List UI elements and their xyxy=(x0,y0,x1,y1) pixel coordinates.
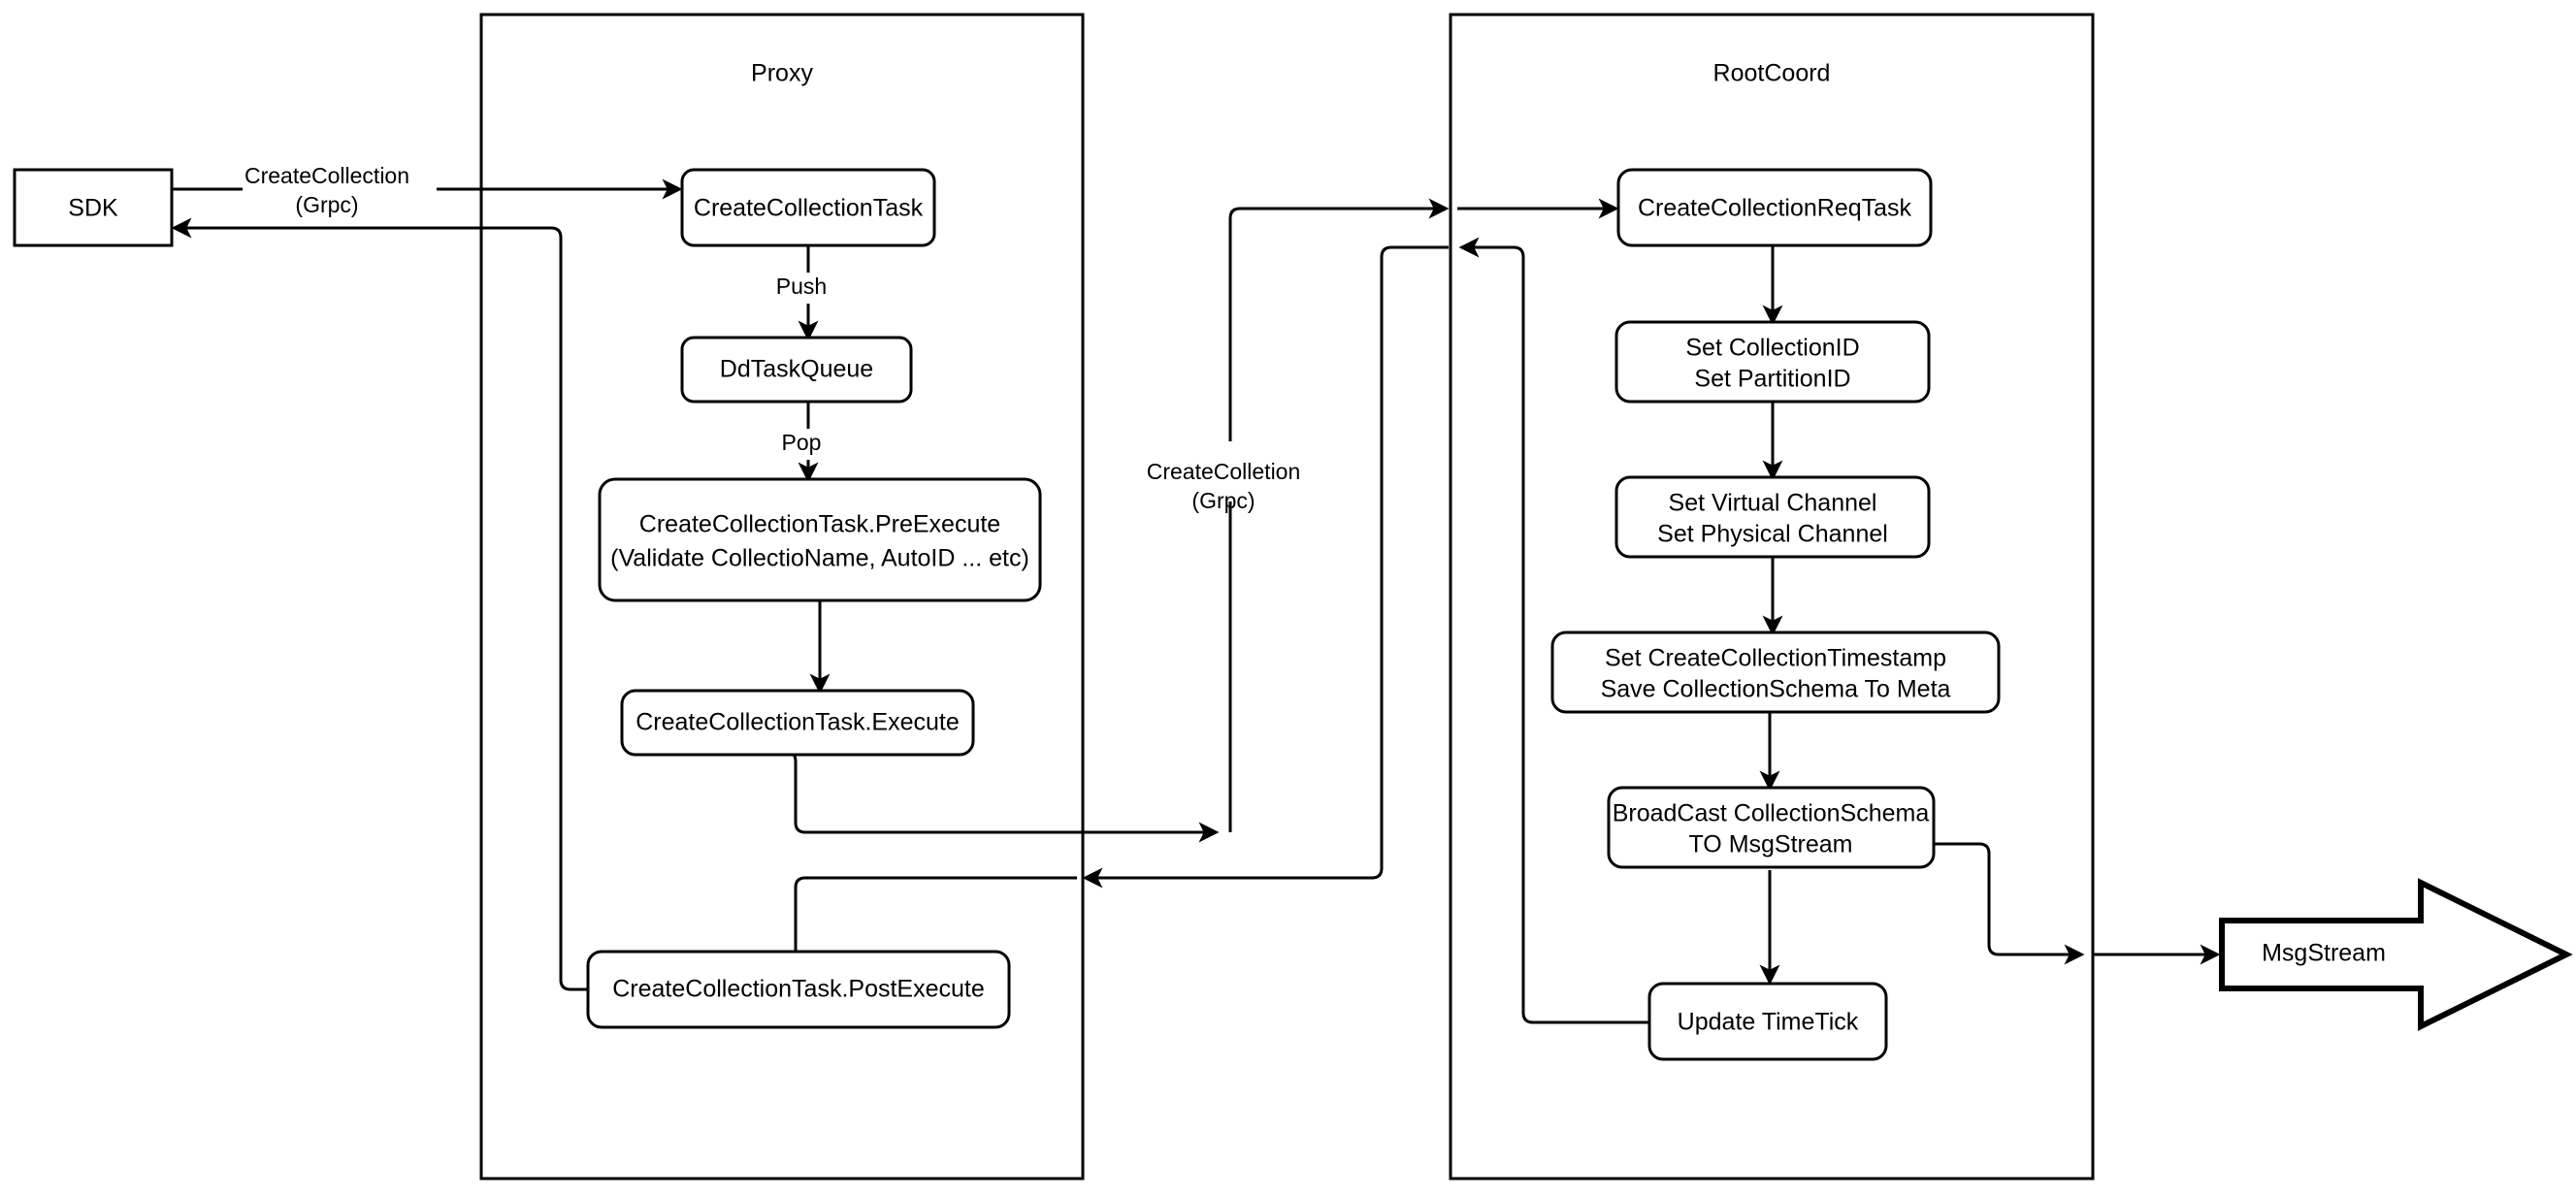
edge-label-grpc: (Grpc) xyxy=(295,192,358,217)
node-post-execute[interactable]: CreateCollectionTask.PostExecute xyxy=(586,950,1011,1029)
edge-rootcoord-response-down xyxy=(1096,245,1449,880)
node-sdk-label: SDK xyxy=(68,195,118,222)
node-create-collection-task-label: CreateCollectionTask xyxy=(694,195,924,222)
node-post-execute-label: CreateCollectionTask.PostExecute xyxy=(612,976,985,1003)
edge-label-create-colletion: CreateColletion xyxy=(1147,459,1301,484)
node-set-ids[interactable]: Set CollectionID Set PartitionID xyxy=(1614,320,1931,404)
node-broadcast-label-line1: BroadCast CollectionSchema xyxy=(1613,800,1930,827)
edge-label-create-collection: CreateCollection xyxy=(245,163,409,188)
node-create-collection-task[interactable]: CreateCollectionTask xyxy=(680,168,936,247)
edge-broadcast-to-msgstream-out xyxy=(1934,842,2085,965)
node-set-ids-label-line2: Set PartitionID xyxy=(1694,366,1850,393)
node-set-meta-label-line2: Save CollectionSchema To Meta xyxy=(1601,676,1951,703)
node-set-meta-label-line1: Set CreateCollectionTimestamp xyxy=(1605,645,1946,672)
edge-update-timetick-back-out xyxy=(1458,237,1649,1024)
node-broadcast[interactable]: BroadCast CollectionSchema TO MsgStream xyxy=(1607,786,1936,869)
edge-label-grpc-2: (Grpc) xyxy=(1191,488,1255,513)
node-msgstream-label: MsgStream xyxy=(2262,940,2386,967)
node-create-collection-req-task-label: CreateCollectionReqTask xyxy=(1638,195,1912,222)
node-set-ids-label-line1: Set CollectionID xyxy=(1685,335,1859,362)
node-set-channel[interactable]: Set Virtual Channel Set Physical Channel xyxy=(1614,475,1931,559)
node-pre-execute-label-line1: CreateCollectionTask.PreExecute xyxy=(639,511,1000,538)
node-execute[interactable]: CreateCollectionTask.Execute xyxy=(620,689,975,757)
node-pre-execute[interactable]: CreateCollectionTask.PreExecute (Validat… xyxy=(598,477,1042,602)
container-proxy-title: Proxy xyxy=(751,60,813,87)
edge-grpc-up-to-rootcoord xyxy=(1228,198,1450,832)
node-update-timetick-label: Update TimeTick xyxy=(1678,1009,1859,1036)
edge-label-proxy-to-rootcoord: CreateColletion (Grpc) xyxy=(1135,441,1324,513)
node-broadcast-label-line2: TO MsgStream xyxy=(1688,831,1852,858)
container-rootcoord-title: RootCoord xyxy=(1713,60,1831,87)
node-sdk[interactable]: SDK xyxy=(13,168,174,247)
node-dd-task-queue[interactable]: DdTaskQueue xyxy=(680,336,913,404)
edge-label-push-text: Push xyxy=(776,274,827,299)
node-dd-task-queue-label: DdTaskQueue xyxy=(720,356,873,383)
node-set-channel-label-line2: Set Physical Channel xyxy=(1657,521,1888,548)
edge-post-execute-to-sdk xyxy=(171,217,588,991)
edge-label-sdk-to-proxy: CreateCollection (Grpc) xyxy=(243,163,437,223)
edge-label-pop-text: Pop xyxy=(782,430,822,455)
node-set-channel-label-line1: Set Virtual Channel xyxy=(1669,490,1877,517)
edge-label-push: Push xyxy=(771,273,847,304)
node-execute-label: CreateCollectionTask.Execute xyxy=(636,709,960,736)
node-msgstream[interactable]: MsgStream xyxy=(2219,878,2573,1031)
node-create-collection-req-task[interactable]: CreateCollectionReqTask xyxy=(1616,168,1933,247)
node-update-timetick[interactable]: Update TimeTick xyxy=(1647,982,1888,1061)
edge-label-pop: Pop xyxy=(773,429,843,460)
node-set-meta[interactable]: Set CreateCollectionTimestamp Save Colle… xyxy=(1550,631,2001,714)
node-pre-execute-label-line2: (Validate CollectioName, AutoID ... etc) xyxy=(610,545,1029,572)
edge-response-to-post-execute xyxy=(785,876,1077,984)
